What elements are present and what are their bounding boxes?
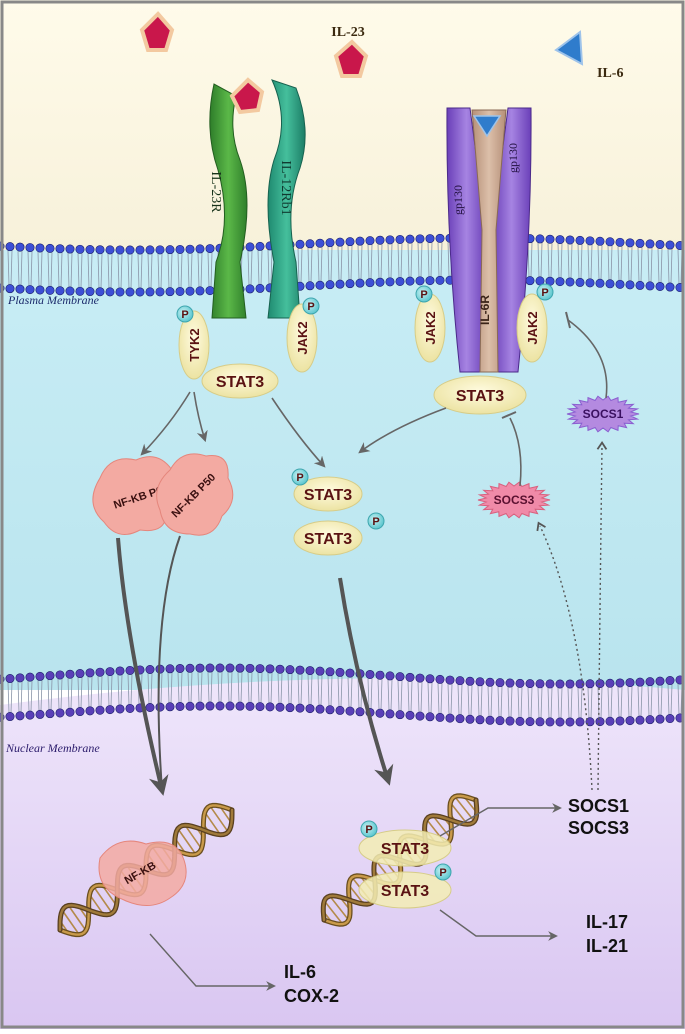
svg-text:P: P [541,287,548,299]
stat3-il6-receptor: STAT3 [433,375,527,415]
arrow-stat3-il23-to-dimer [271,397,326,468]
arrow-to-il6-cox2 [149,933,276,991]
nucleus [0,678,685,1029]
il6-label: IL-6 [597,66,623,81]
il6r-label: IL-6R [478,295,492,325]
phosphate-dimer-bottom: P [367,512,385,530]
inhibition-bar-jak2 [565,311,571,329]
gene-socs1: SOCS1 [568,796,629,816]
phosphate-dimer-top: P [291,468,309,486]
gene-il6: IL-6 [284,962,316,982]
jak2-kinase-il23: JAK2 [286,303,318,373]
il23-ligand-free [333,39,369,78]
svg-text:STAT3: STAT3 [381,883,429,900]
svg-text:P: P [439,867,446,879]
gene-socs3: SOCS3 [568,818,629,838]
cytoplasm [0,250,685,690]
arrow-p50-to-nucleus [157,535,181,791]
inhibition-socs3-to-stat3 [509,417,522,487]
phosphate-tyk2: P [176,305,194,323]
stat3-dimer-bottom: STAT3 [293,520,363,556]
il23-label: IL-23 [331,25,364,40]
il6r-receptor [471,109,507,373]
il12rb1-label: IL-12Rb1 [278,160,293,215]
gp130-left-receptor [446,107,487,373]
phosphate-jak2-il6-left: P [415,285,433,303]
svg-text:P: P [296,472,303,484]
svg-text:JAK2: JAK2 [525,311,540,344]
il6-ligand-free [554,30,584,66]
stat3-on-dna-bottom: STAT3 [358,871,452,909]
svg-text:STAT3: STAT3 [304,531,352,548]
svg-text:JAK2: JAK2 [295,321,310,354]
svg-text:STAT3: STAT3 [456,388,504,405]
svg-text:P: P [372,516,379,528]
svg-text:SOCS1: SOCS1 [583,407,624,421]
svg-text:P: P [365,824,372,836]
il23-ligand-free-top [139,11,175,52]
arrow-to-socs-genes [439,803,562,837]
stat3-il23-receptor: STAT3 [201,363,279,399]
arrow-stat3-dimer-to-nucleus [338,577,394,786]
svg-text:P: P [181,309,188,321]
arrow-to-il17-il21 [439,909,558,941]
nfkb-p50-protein: NF-KB P50 [156,453,234,536]
il23r-receptor [209,83,248,319]
svg-text:STAT3: STAT3 [304,487,352,504]
jak2-kinase-il6-right: JAK2 [516,293,548,363]
gene-il21: IL-21 [586,936,628,956]
il12rb1-receptor [267,79,306,319]
phosphate-jak2-il23: P [302,297,320,315]
stat3-on-dna-top: STAT3 [358,829,452,867]
inhibition-socs1-to-jak2 [567,319,608,399]
svg-text:P: P [307,301,314,313]
tyk2-kinase: TYK2 [178,310,210,380]
phosphate-dna-top: P [360,820,378,838]
svg-text:STAT3: STAT3 [381,841,429,858]
plasma-membrane-label: Plasma Membrane [7,293,100,307]
socs1-protein: SOCS1 [566,395,640,433]
socs3-protein: SOCS3 [477,481,551,519]
arrow-tyk2-to-p65 [140,391,191,456]
inhibition-bar-stat3 [501,411,517,419]
il23r-label: IL-23R [208,171,223,213]
dotted-socs-gene-to-socs1 [596,441,608,791]
svg-text:TYK2: TYK2 [187,328,202,361]
gene-il17: IL-17 [586,912,628,932]
svg-text:SOCS3: SOCS3 [494,493,535,507]
svg-text:JAK2: JAK2 [423,311,438,344]
nfkb-on-dna: NF-KB [98,840,187,906]
il6-ligand-bound [472,115,502,138]
phosphate-jak2-il6-right: P [536,283,554,301]
svg-text:STAT3: STAT3 [216,374,264,391]
arrow-p65-to-nucleus [116,537,169,796]
gene-cox2: COX-2 [284,986,339,1006]
arrow-tyk2-to-p50 [193,391,208,443]
stat3-dimer-top: STAT3 [293,476,363,512]
arrow-stat3-il6-to-dimer [358,407,447,454]
gp130-left-label: gp130 [451,185,465,215]
jak2-kinase-il6-left: JAK2 [414,293,446,363]
nuclear-membrane-label: Nuclear Membrane [5,741,100,755]
phosphate-dna-bottom: P [434,863,452,881]
svg-text:P: P [420,289,427,301]
il23-ligand-bound [229,77,265,115]
gp130-right-label: gp130 [506,143,520,173]
